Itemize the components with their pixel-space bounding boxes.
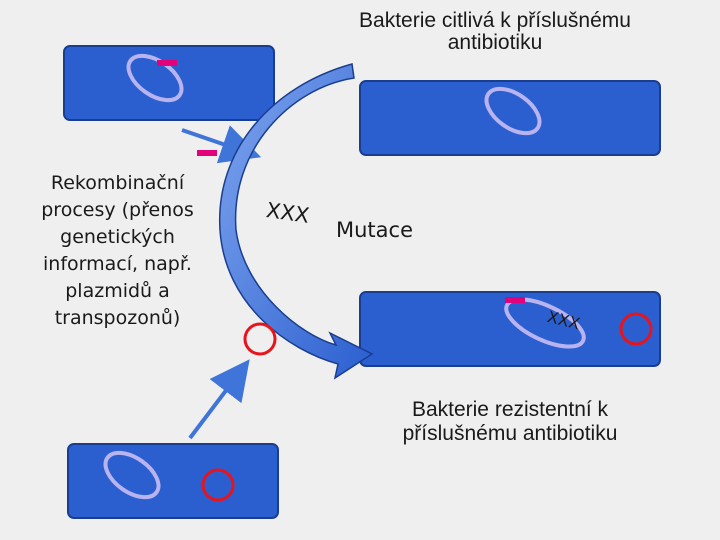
plasmid-resistant-3	[201, 468, 235, 502]
recombination-line-5: plazmidů a	[65, 280, 170, 302]
recombination-line-6: transpozonů)	[54, 307, 181, 329]
title-sensitive-bacterium: Bakterie citlivá k příslušnému antibioti…	[285, 10, 705, 54]
minus-sign-2	[197, 150, 217, 156]
recombination-line-1: Rekombinační	[50, 172, 185, 194]
plasmid-sensitive-3	[103, 450, 161, 500]
title-sensitive-line-1: Bakterie citlivá k příslušnému	[359, 9, 631, 32]
plasmid-mutated	[504, 297, 586, 349]
mutation-label: Mutace	[336, 218, 413, 242]
minus-sign-1	[157, 60, 177, 66]
plasmid-resistant-2	[619, 312, 653, 346]
title-resistant-bacterium: Bakterie rezistentní k příslušnému antib…	[330, 398, 690, 446]
minus-sign-3	[505, 297, 525, 303]
bacterium-top-left	[63, 45, 275, 121]
plasmid-resistant-1	[243, 322, 277, 356]
recombination-line-2: procesy (přenos	[41, 199, 194, 221]
recombination-line-4: informací, např.	[43, 253, 192, 275]
arrow-to-top-left	[181, 125, 262, 164]
bacterium-bottom-left	[67, 443, 279, 519]
arrow-from-bottom	[188, 359, 250, 440]
bacterium-top-right	[359, 80, 661, 156]
bacterium-resistant	[359, 291, 661, 367]
title-resistant-line-2: příslušnému antibiotiku	[402, 422, 618, 445]
plasmid-sensitive-2	[484, 86, 542, 136]
recombination-line-3: genetických	[60, 226, 175, 248]
recombination-label: Rekombinační procesy (přenos genetických…	[10, 170, 225, 332]
title-resistant-line-1: Bakterie rezistentní k	[411, 398, 609, 421]
curved-mutation-arrow	[219, 63, 374, 380]
title-sensitive-line-2: antibiotiku	[447, 31, 543, 54]
